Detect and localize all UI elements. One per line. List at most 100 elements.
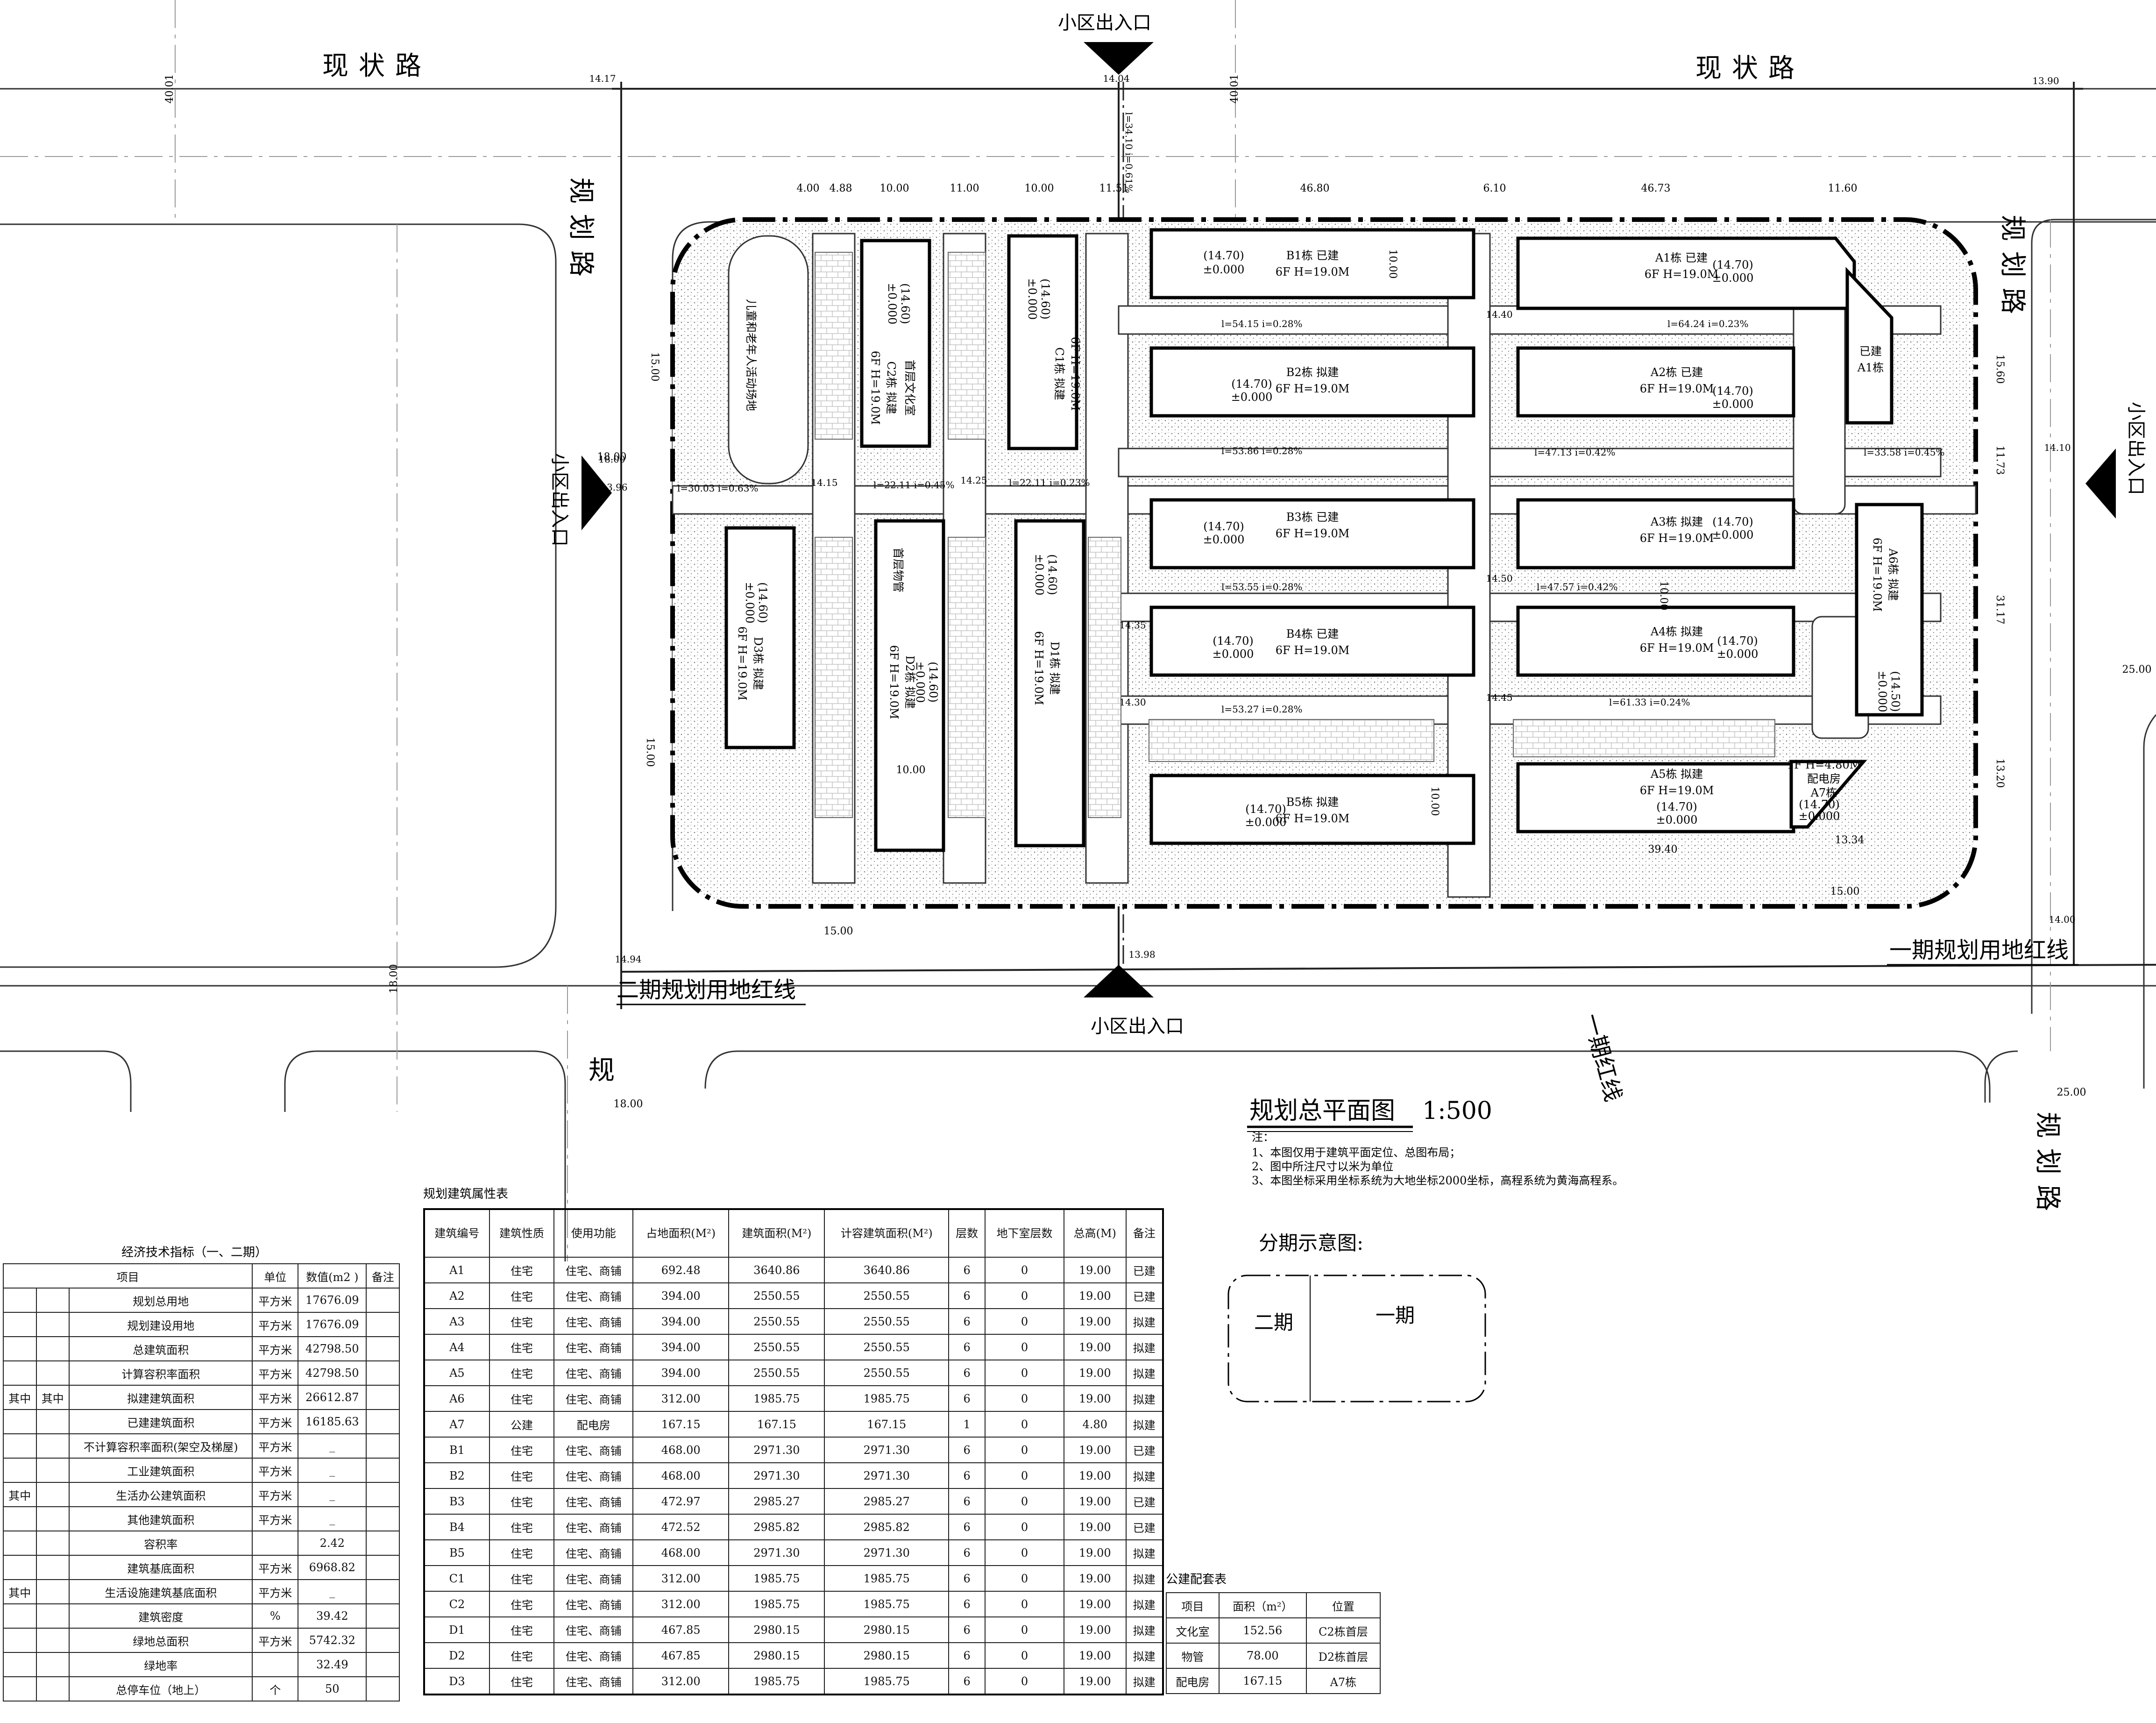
svg-text:14.00: 14.00 [2049, 914, 2075, 925]
attr-cell: C2 [424, 1591, 490, 1617]
entrance-top-arrow [1084, 42, 1154, 75]
attr-cell: 0 [985, 1385, 1064, 1412]
pub-cell: 78.00 [1218, 1643, 1307, 1669]
svg-text:13.90: 13.90 [2032, 75, 2059, 86]
attr-head-9: 备注 [1125, 1209, 1164, 1258]
attr-cell: 312.00 [632, 1565, 730, 1592]
attr-cell: B2 [424, 1462, 490, 1489]
attr-cell: 2971.30 [824, 1462, 950, 1489]
econ-cell: 规划建设用地 [69, 1312, 253, 1337]
svg-text:14.17: 14.17 [589, 73, 616, 84]
svg-text:14.10: 14.10 [2044, 442, 2071, 453]
attr-head-3: 占地面积(M²) [632, 1209, 730, 1258]
attr-cell: 0 [985, 1514, 1064, 1540]
svg-text:15.60: 15.60 [1994, 355, 2006, 384]
econ-cell: 6968.82 [298, 1555, 367, 1580]
attr-cell: 19.00 [1063, 1462, 1127, 1489]
attr-cell: 19.00 [1063, 1488, 1127, 1515]
attr-cell: 394.00 [632, 1308, 730, 1335]
econ-cell: 已建建筑面积 [69, 1409, 253, 1434]
econ-cell [366, 1360, 400, 1386]
attr-cell: 0 [985, 1565, 1064, 1592]
svg-text:46.80: 46.80 [1300, 183, 1330, 194]
econ-cell: 26612.87 [298, 1385, 367, 1410]
econ-cell: % [252, 1603, 299, 1629]
econ-cell [35, 1360, 70, 1386]
elevation-labels: 14.17 14.04 13.90 18.00 13.96 14.10 14.9… [589, 73, 2075, 965]
attr-cell: 3640.86 [728, 1257, 825, 1283]
c1-zero: ±0.000 [1026, 278, 1039, 320]
svg-text:l=47.13 i=0.42%: l=47.13 i=0.42% [1534, 447, 1615, 458]
attr-cell: 住宅 [489, 1437, 555, 1463]
attr-cell: 6 [948, 1437, 986, 1463]
econ-cell [3, 1336, 37, 1361]
econ-cell [366, 1555, 400, 1580]
a1-zero: ±0.000 [1712, 271, 1754, 285]
svg-text:15.00: 15.00 [1830, 886, 1860, 897]
attr-cell: 住宅、商铺 [553, 1385, 634, 1412]
svg-text:14.15: 14.15 [811, 477, 837, 488]
slope-labels: l=34.10 i=0.61% l=54.15 i=0.28% l=64.24 … [677, 112, 1944, 715]
econ-cell [366, 1531, 400, 1556]
attr-cell: 394.00 [632, 1282, 730, 1309]
econ-cell [252, 1652, 299, 1677]
attr-cell: 住宅、商铺 [553, 1591, 634, 1617]
attr-cell: B1 [424, 1437, 490, 1463]
entrance-right-arrow [2085, 449, 2116, 519]
econ-cell [35, 1628, 70, 1653]
attr-cell: 1985.75 [728, 1565, 825, 1592]
econ-cell: 17676.09 [298, 1312, 367, 1337]
econ-head-unit: 单位 [252, 1263, 299, 1289]
svg-text:25.00: 25.00 [2122, 664, 2152, 676]
econ-cell: 其他建筑面积 [69, 1506, 253, 1531]
econ-cell: _ [298, 1433, 367, 1459]
econ-cell [366, 1482, 400, 1507]
d3-zero: ±0.000 [743, 582, 756, 624]
attr-cell: 住宅 [489, 1462, 555, 1489]
a1b-name: 已建 [1859, 345, 1882, 358]
attr-cell: 312.00 [632, 1591, 730, 1617]
d2-zero: ±0.000 [914, 662, 927, 703]
building-a1b [1845, 267, 1894, 425]
attr-cell: 拟建 [1125, 1411, 1164, 1438]
c2-elev: (14.60) [899, 283, 912, 324]
road-planned-left: 规划路 [566, 178, 596, 287]
attr-head-6: 层数 [948, 1209, 986, 1258]
svg-text:14.25: 14.25 [960, 475, 987, 486]
econ-cell: 平方米 [252, 1312, 299, 1337]
b3-name: B3栋 已建 [1286, 511, 1339, 524]
svg-text:l=53.55 i=0.28%: l=53.55 i=0.28% [1221, 581, 1302, 592]
building-a4 [1516, 605, 1795, 677]
attr-cell: 0 [985, 1462, 1064, 1489]
attr-cell: 住宅、商铺 [553, 1539, 634, 1566]
svg-text:14.40: 14.40 [1486, 309, 1512, 320]
c2-zero: ±0.000 [886, 283, 899, 325]
econ-cell [366, 1433, 400, 1459]
svg-text:46.73: 46.73 [1641, 183, 1671, 194]
svg-text:14.04: 14.04 [1103, 73, 1129, 84]
vertical-building-labels: A6栋 拟建 6F H=19.0M (14.50) ±0.000 (14.60)… [736, 278, 1902, 719]
econ-cell: _ [298, 1579, 367, 1604]
attr-cell: 拟建 [1125, 1462, 1164, 1489]
road-names: 现状路 现状路 规划路 规划路 规划路 规 [322, 51, 2063, 1221]
svg-text:11.60: 11.60 [1828, 183, 1858, 194]
attr-cell: 394.00 [632, 1360, 730, 1386]
attr-cell: 2971.30 [728, 1539, 825, 1566]
a3-spec: 6F H=19.0M [1640, 532, 1714, 545]
econ-cell [366, 1288, 400, 1313]
pub-cell: 167.15 [1218, 1668, 1307, 1694]
b3-spec: 6F H=19.0M [1276, 527, 1350, 540]
d3-spec: 6F H=19.0M [736, 627, 749, 701]
plan-scale: 1:500 [1422, 1097, 1492, 1125]
attr-cell: 住宅 [489, 1488, 555, 1515]
d1-elev: (14.60) [1046, 554, 1059, 595]
econ-cell [3, 1531, 37, 1556]
pub-cell: 文化室 [1166, 1617, 1220, 1644]
attr-cell: 0 [985, 1334, 1064, 1360]
entrance-left-label: 小区出入口 [549, 453, 570, 547]
pub-cell: C2栋首层 [1305, 1617, 1381, 1644]
econ-cell [35, 1506, 70, 1531]
